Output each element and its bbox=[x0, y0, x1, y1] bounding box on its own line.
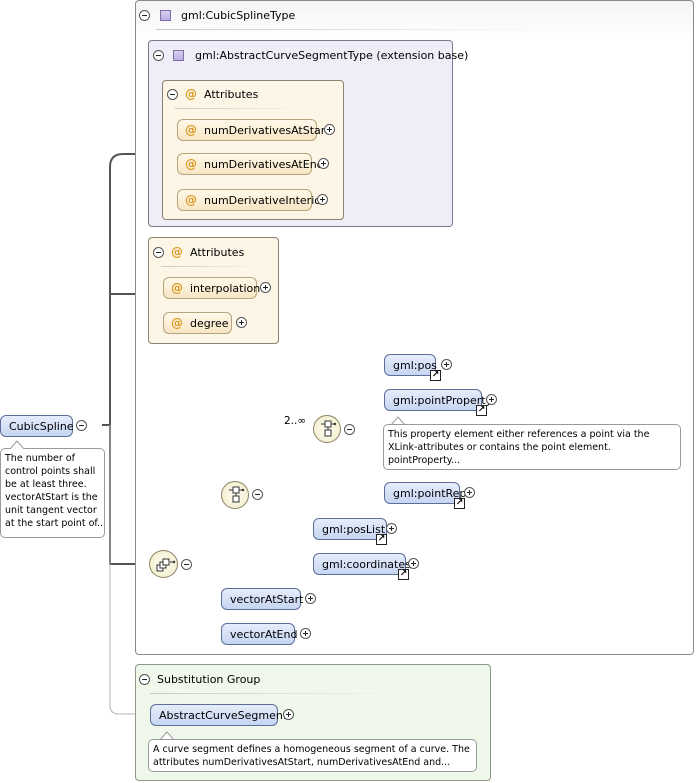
at-sign-icon: @ bbox=[171, 245, 183, 259]
element-label: gml:posList bbox=[322, 523, 386, 536]
doc-line: control points shall bbox=[5, 466, 96, 477]
expand-icon[interactable] bbox=[464, 487, 475, 498]
attributes-title: Attributes bbox=[204, 88, 259, 101]
doc-pointer bbox=[391, 416, 405, 425]
doc-pointer bbox=[160, 731, 174, 740]
choice-compositor-icon[interactable] bbox=[313, 415, 341, 443]
collapse-icon[interactable] bbox=[167, 89, 178, 100]
expand-icon[interactable] bbox=[283, 709, 294, 720]
element-gml-coordinates[interactable]: gml:coordinates ↗ bbox=[313, 553, 411, 580]
title-separator bbox=[161, 266, 261, 267]
element-label: gml:pointProperty bbox=[393, 394, 493, 407]
complex-type-icon bbox=[160, 10, 171, 21]
doc-line: The number of bbox=[5, 453, 75, 464]
doc-line: unit tangent vector bbox=[5, 505, 97, 516]
doc-line: This property element either references … bbox=[388, 429, 650, 440]
root-documentation: The number of control points shall be at… bbox=[0, 448, 105, 538]
expand-icon[interactable] bbox=[386, 523, 397, 534]
element-label: CubicSpline bbox=[9, 420, 74, 433]
doc-pointer bbox=[10, 440, 24, 449]
at-sign-icon: @ bbox=[185, 157, 197, 171]
expand-icon[interactable] bbox=[441, 359, 452, 370]
collapse-icon[interactable] bbox=[139, 674, 150, 685]
collapse-icon[interactable] bbox=[181, 559, 192, 570]
choice-compositor-icon[interactable] bbox=[221, 481, 249, 509]
doc-line: be at least three. bbox=[5, 479, 87, 490]
element-vectoratend[interactable]: vectorAtEnd bbox=[221, 623, 298, 645]
at-sign-icon: @ bbox=[171, 281, 183, 295]
collapse-icon[interactable] bbox=[139, 10, 150, 21]
expand-icon[interactable] bbox=[300, 628, 311, 639]
attribute-label: degree bbox=[190, 317, 229, 330]
element-label: gml:pointRep bbox=[393, 487, 467, 500]
occurrence-label: 2..∞ bbox=[284, 415, 307, 427]
element-gml-pointproperty[interactable]: gml:pointProperty ↗ bbox=[384, 389, 492, 416]
choice-glyph bbox=[321, 420, 337, 437]
attribute-numDerivativesAtEnd[interactable]: @ numDerivativesAtEnd bbox=[177, 153, 324, 175]
complex-type-icon bbox=[173, 50, 184, 61]
sequence-glyph bbox=[156, 558, 176, 572]
attributes-title: Attributes bbox=[190, 246, 245, 259]
title-separator bbox=[150, 693, 400, 694]
element-abstractcurvesegment[interactable]: AbstractCurveSegment bbox=[150, 704, 287, 726]
attribute-numDerivativeInterior[interactable]: @ numDerivativeInterior bbox=[177, 189, 326, 211]
expand-icon[interactable] bbox=[317, 194, 328, 205]
element-gml-poslist[interactable]: gml:posList ↗ bbox=[313, 518, 387, 545]
reference-arrow-icon: ↗ bbox=[476, 405, 487, 416]
reference-arrow-icon: ↗ bbox=[398, 569, 409, 580]
complex-type-title: gml:CubicSplineType bbox=[181, 9, 296, 22]
at-sign-icon: @ bbox=[185, 193, 197, 207]
attribute-numDerivativesAtStart[interactable]: @ numDerivativesAtStart bbox=[177, 119, 330, 141]
pointproperty-documentation: This property element either references … bbox=[383, 424, 681, 470]
doc-line: XLink-attributes or contains the point e… bbox=[388, 442, 611, 453]
collapse-icon[interactable] bbox=[344, 424, 355, 435]
expand-icon[interactable] bbox=[305, 593, 316, 604]
expand-icon[interactable] bbox=[408, 558, 419, 569]
expand-icon[interactable] bbox=[486, 394, 497, 405]
element-vectoratstart[interactable]: vectorAtStart bbox=[221, 588, 304, 610]
element-gml-pos[interactable]: gml:pos ↗ bbox=[384, 354, 441, 381]
collapse-icon[interactable] bbox=[252, 489, 263, 500]
expand-icon[interactable] bbox=[318, 158, 329, 169]
collapse-icon[interactable] bbox=[153, 50, 164, 61]
at-sign-icon: @ bbox=[171, 316, 183, 330]
element-label: vectorAtStart bbox=[230, 593, 304, 606]
element-gml-pointrep[interactable]: gml:pointRep ↗ bbox=[384, 482, 466, 509]
sequence-compositor-icon[interactable] bbox=[149, 550, 178, 578]
reference-arrow-icon: ↗ bbox=[454, 498, 465, 509]
element-label: gml:pos bbox=[393, 359, 437, 372]
at-sign-icon: @ bbox=[185, 123, 197, 137]
attribute-degree[interactable]: @ degree bbox=[163, 312, 232, 334]
doc-line: at the start point of... bbox=[5, 518, 105, 529]
collapse-icon[interactable] bbox=[153, 247, 164, 258]
collapse-icon[interactable] bbox=[76, 420, 87, 431]
attribute-interpolation[interactable]: @ interpolation bbox=[163, 277, 261, 299]
title-separator bbox=[156, 29, 556, 30]
doc-line: A curve segment defines a homogeneous se… bbox=[153, 744, 470, 755]
doc-line: attributes numDerivativesAtStart, numDer… bbox=[153, 757, 451, 768]
expand-icon[interactable] bbox=[236, 317, 247, 328]
expand-icon[interactable] bbox=[324, 124, 335, 135]
choice-glyph bbox=[229, 486, 245, 503]
abstractcurvesegment-documentation: A curve segment defines a homogeneous se… bbox=[148, 739, 477, 772]
reference-arrow-icon: ↗ bbox=[430, 370, 441, 381]
doc-line: pointProperty... bbox=[388, 455, 461, 466]
root-element-cubicspline[interactable]: CubicSpline bbox=[0, 415, 74, 437]
attribute-label: numDerivativesAtStart bbox=[204, 124, 330, 137]
doc-line: vectorAtStart is the bbox=[5, 492, 98, 503]
expand-icon[interactable] bbox=[260, 282, 271, 293]
attribute-label: interpolation bbox=[190, 282, 261, 295]
title-separator bbox=[175, 108, 305, 109]
reference-arrow-icon: ↗ bbox=[376, 534, 387, 545]
element-label: gml:coordinates bbox=[322, 558, 411, 571]
extension-base-title: gml:AbstractCurveSegmentType (extension … bbox=[195, 49, 469, 62]
attribute-label: numDerivativesAtEnd bbox=[204, 158, 324, 171]
substitution-group-title: Substitution Group bbox=[157, 673, 261, 686]
element-label: vectorAtEnd bbox=[230, 628, 298, 641]
attribute-label: numDerivativeInterior bbox=[204, 194, 326, 207]
at-sign-icon: @ bbox=[185, 87, 197, 101]
element-label: AbstractCurveSegment bbox=[159, 709, 288, 722]
